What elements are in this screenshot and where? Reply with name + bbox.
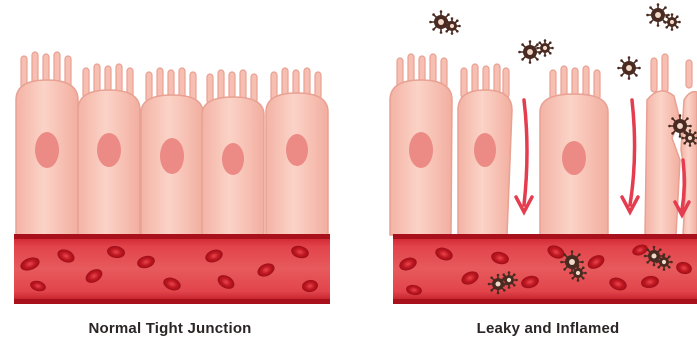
nucleus	[160, 138, 184, 174]
leak-arrow	[516, 100, 532, 212]
pathogen-icon	[536, 39, 554, 57]
pathogen-icon	[655, 253, 673, 271]
epithelial-cell	[390, 54, 452, 235]
epithelial-cell	[458, 64, 512, 235]
nucleus	[222, 143, 244, 175]
nucleus	[474, 133, 496, 167]
pathogen-icon	[617, 56, 641, 80]
epithelial-cell	[16, 52, 78, 235]
leaky-caption: Leaky and Inflamed	[477, 320, 620, 337]
pathogen-icon	[663, 13, 681, 31]
pathogen-icon	[518, 40, 542, 64]
epithelial-cell	[78, 64, 140, 235]
blood-vessel	[14, 234, 330, 304]
epithelial-cell	[540, 66, 608, 235]
epithelial-cell	[141, 68, 203, 235]
pathogen-icon	[569, 264, 587, 282]
leak-arrow	[622, 100, 638, 212]
epithelial-cell	[202, 70, 264, 235]
pathogen-icon	[443, 17, 461, 35]
blood-vessel	[393, 234, 697, 304]
nucleus	[409, 132, 433, 168]
pathogen-icon	[500, 271, 518, 289]
epithelial-cell	[266, 68, 328, 235]
normal-panel	[14, 52, 330, 304]
nucleus	[35, 132, 59, 168]
normal-caption: Normal Tight Junction	[88, 320, 251, 337]
nucleus	[562, 141, 586, 175]
leaky-panel	[390, 3, 697, 304]
pathogen-icon	[646, 3, 670, 27]
nucleus	[97, 133, 121, 167]
nucleus	[286, 134, 308, 166]
